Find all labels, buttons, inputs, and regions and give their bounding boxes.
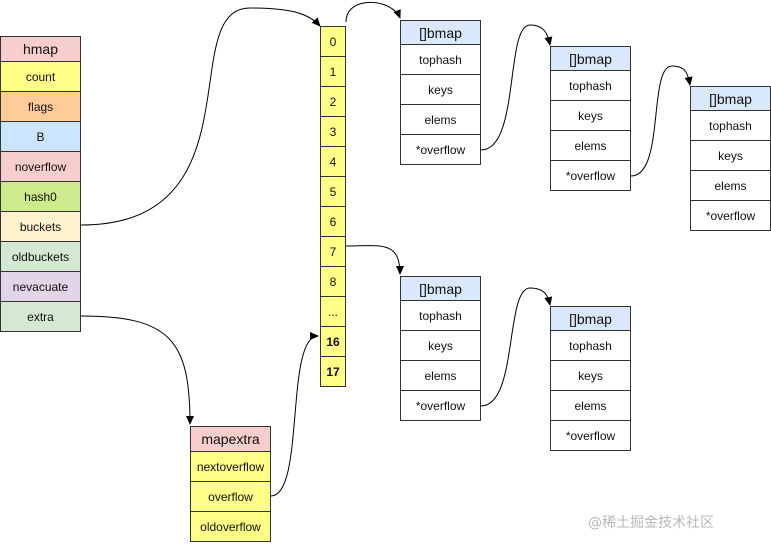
hmap-field: nevacuate	[0, 271, 81, 302]
bmap-title: []bmap	[690, 86, 771, 111]
bmap-field: tophash	[550, 330, 631, 361]
bucket-cell: 5	[320, 176, 346, 207]
bucket-cell: 1	[320, 56, 346, 87]
hmap-title: hmap	[0, 36, 81, 62]
bmap-field: *overflow	[690, 200, 771, 231]
bucket-cell: 2	[320, 86, 346, 117]
bucket-cell: 16	[320, 326, 346, 357]
bmap-field: elems	[550, 390, 631, 421]
bmap-field: tophash	[690, 110, 771, 141]
bmap-field: tophash	[400, 300, 481, 331]
bmap-field: keys	[400, 74, 481, 105]
hmap-field: noverflow	[0, 151, 81, 182]
mapextra-field: nextoverflow	[190, 451, 271, 482]
bmap-field: elems	[690, 170, 771, 201]
bucket-cell: 0	[320, 26, 346, 57]
bmap-title: []bmap	[400, 20, 481, 45]
bucket-cell: ...	[320, 296, 346, 327]
bmap-field: *overflow	[550, 160, 631, 191]
hmap-field: hash0	[0, 181, 81, 212]
arrow-overflow-to-array16	[270, 332, 319, 497]
bucket-cell: 3	[320, 116, 346, 147]
bmap-title: []bmap	[550, 306, 631, 331]
mapextra-title: mapextra	[190, 426, 271, 452]
bucket-cell: 7	[320, 236, 346, 267]
hmap-field: extra	[0, 301, 81, 332]
mapextra-field: overflow	[190, 481, 271, 512]
bucket-cell: 8	[320, 266, 346, 297]
bmap-field: keys	[550, 360, 631, 391]
bmap-field: tophash	[400, 44, 481, 75]
watermark: @稀土掘金技术社区	[588, 515, 714, 531]
arrow-bmap1-to-bmap2	[480, 24, 553, 151]
bmap-field: keys	[550, 100, 631, 131]
bmap-title: []bmap	[550, 46, 631, 71]
arrow-bmap2-to-bmap3	[630, 65, 693, 177]
bmap-field: *overflow	[400, 390, 481, 421]
bmap-field: tophash	[550, 70, 631, 101]
arrow-buckets-to-array	[80, 7, 321, 226]
hmap-field: B	[0, 121, 81, 152]
bmap-field: *overflow	[550, 420, 631, 451]
arrow-extra-to-mapextra	[80, 315, 194, 425]
bmap-field: keys	[400, 330, 481, 361]
bucket-cell: 17	[320, 356, 346, 387]
hmap-field: buckets	[0, 211, 81, 242]
bmap-field: elems	[400, 360, 481, 391]
bmap-title: []bmap	[400, 276, 481, 301]
bmap-field: keys	[690, 140, 771, 171]
mapextra-field: oldoverflow	[190, 511, 271, 542]
arrow-bmap4-to-bmap5	[480, 287, 553, 407]
bmap-field: elems	[400, 104, 481, 135]
arrow-array7-to-bmap4	[345, 245, 404, 275]
hmap-field: count	[0, 61, 81, 92]
bucket-cell: 4	[320, 146, 346, 177]
bmap-field: *overflow	[400, 134, 481, 165]
arrow-array0-to-bmap1	[345, 1, 401, 23]
hmap-field: oldbuckets	[0, 241, 81, 272]
bmap-field: elems	[550, 130, 631, 161]
bucket-cell: 6	[320, 206, 346, 237]
hmap-field: flags	[0, 91, 81, 122]
